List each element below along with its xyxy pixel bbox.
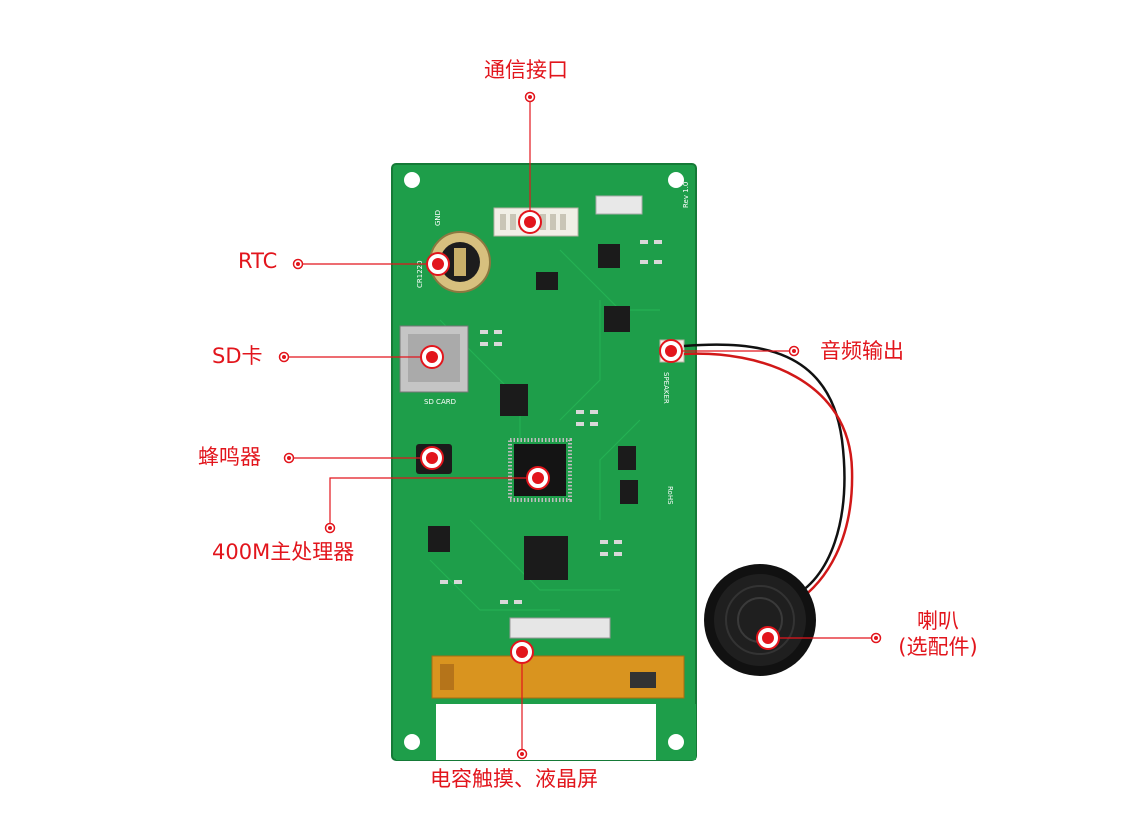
marker-sd-card [420,345,444,369]
leader-lines [284,97,876,754]
marker-audio-out [659,339,683,363]
gnd-silk: GND [434,210,442,226]
revision-silk: Rev 1.0 [682,182,690,208]
marker-comm-port [518,210,542,234]
label-sd-card: SD卡 [212,344,263,368]
speaker-silk: SPEAKER [662,372,670,404]
sd-card-silk: SD CARD [424,398,456,406]
label-processor: 400M主处理器 [212,540,355,564]
label-display: 电容触摸、液晶屏 [430,767,598,791]
label-speaker: 喇叭 (选配件) [890,608,986,660]
marker-speaker [756,626,780,650]
rohs-silk: RoHS [666,486,674,505]
label-comm-port: 通信接口 [484,58,568,82]
battery-code-silk: CR1220 [416,260,424,288]
speaker-accessory [704,564,816,676]
marker-buzzer [420,446,444,470]
smd-components [440,240,662,604]
marker-display [510,640,534,664]
mount-hole [668,172,684,188]
mount-hole [404,172,420,188]
label-speaker-note: (选配件) [898,635,978,659]
speaker-wires [683,343,854,604]
marker-rtc [426,252,450,276]
mount-hole [668,734,684,750]
secondary-chips [428,244,638,580]
label-audio-out: 音频输出 [820,339,904,363]
mount-hole [404,734,420,750]
label-speaker-name: 喇叭 [917,609,959,633]
marker-processor [526,466,550,490]
lcd-fpc-connector [431,617,685,699]
label-rtc: RTC [238,249,278,273]
label-buzzer: 蜂鸣器 [198,445,261,469]
rtc-battery-holder [429,231,491,293]
